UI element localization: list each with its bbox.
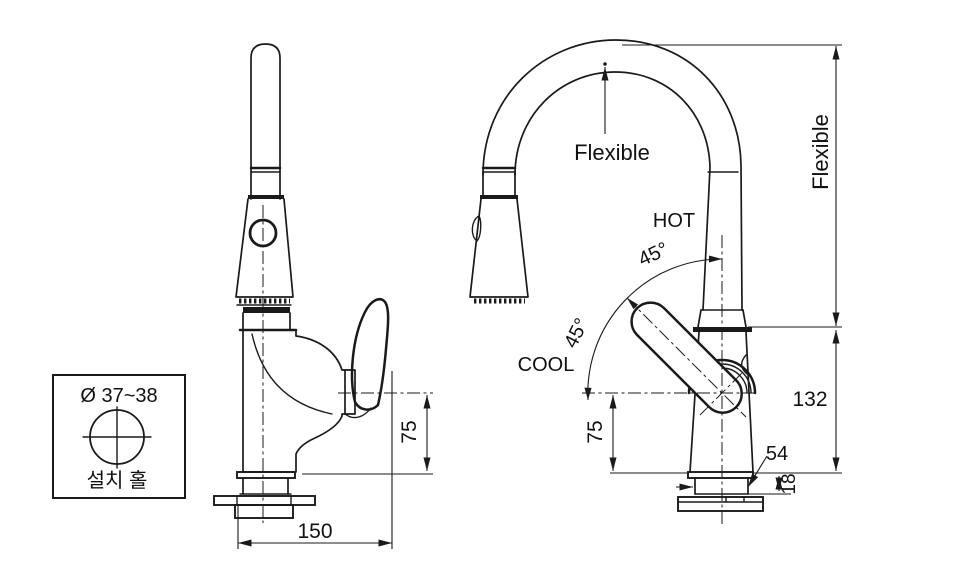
cool-label: COOL (518, 354, 575, 376)
handle-lever (350, 298, 390, 411)
hole-diameter-label: Ø 37~38 (80, 385, 157, 407)
dim-54: 54 (766, 443, 788, 465)
hot-label: HOT (653, 210, 695, 232)
side-base (677, 471, 764, 512)
dim-150: 150 (297, 520, 332, 543)
dim-75-right: 75 (584, 420, 607, 443)
dim-132: 132 (792, 388, 827, 411)
installation-hole-detail: Ø 37~38 설치 홀 (52, 374, 186, 499)
flexible-spout-label: Flexible (574, 140, 650, 165)
spray-head-side (469, 198, 529, 304)
dim-75-left: 75 (398, 420, 421, 443)
spray-release-button-icon (471, 215, 482, 242)
dim-18: 18 (779, 473, 800, 494)
flexible-dim-label: Flexible (808, 114, 833, 190)
spray-head (235, 198, 294, 304)
gooseneck-spout (480, 39, 743, 311)
handle-lever-side (630, 301, 757, 414)
cool-angle-label: 45° (560, 315, 593, 352)
faucet-base (213, 471, 316, 519)
spray-wand (250, 43, 281, 200)
hole-caption: 설치 홀 (87, 469, 148, 492)
faucet-body (236, 298, 390, 473)
hot-angle-label: 45° (635, 238, 672, 271)
side-view-annotations: Flexible HOT COOL 45° 45° 75 Flexible 13… (518, 44, 842, 495)
faucet-front-view: 75 150 (213, 43, 433, 549)
front-view-dimensions: 75 150 (237, 371, 433, 549)
faucet-side-view: Flexible HOT COOL 45° 45° 75 Flexible 13… (469, 39, 842, 525)
